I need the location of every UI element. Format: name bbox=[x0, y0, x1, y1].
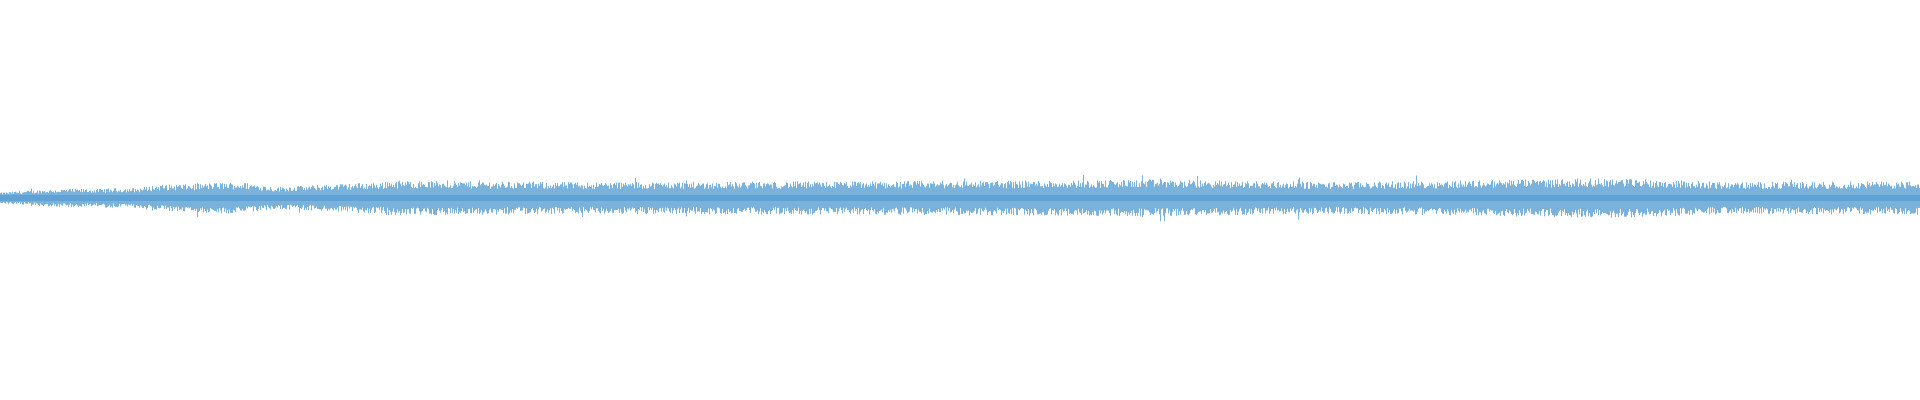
waveform-bars bbox=[0, 174, 1920, 222]
waveform-core bbox=[0, 195, 1920, 201]
